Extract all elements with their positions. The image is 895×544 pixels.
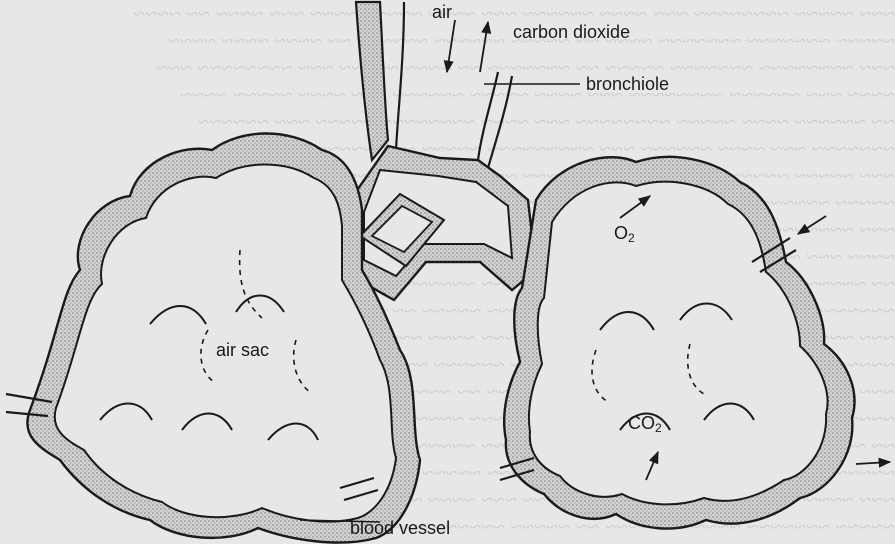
- oxygen-symbol: O: [614, 223, 628, 243]
- air-sac-label: air sac: [216, 340, 269, 360]
- oxygen-label: O2: [614, 223, 635, 248]
- blood-vessel-label: blood vessel: [350, 518, 450, 538]
- arrow-out-icon: [856, 462, 890, 464]
- branch-network: [340, 146, 536, 300]
- carbon-dioxide-subscript: 2: [655, 421, 662, 435]
- carbon-dioxide-symbol: CO: [628, 413, 655, 433]
- arrow-in-icon: [447, 20, 455, 72]
- left-alveolar-cluster: [6, 134, 420, 543]
- bronchiole-label: bronchiole: [586, 74, 669, 94]
- carbon-dioxide-formula-label: CO2: [628, 413, 662, 438]
- carbon-dioxide-label: carbon dioxide: [513, 22, 630, 42]
- oxygen-subscript: 2: [628, 231, 635, 245]
- arrow-out-icon: [480, 22, 488, 72]
- bronchiole-tube: [356, 2, 512, 168]
- arrow-in-icon: [798, 216, 826, 234]
- right-alveolar-cluster: [500, 157, 854, 529]
- air-label: air: [432, 2, 452, 22]
